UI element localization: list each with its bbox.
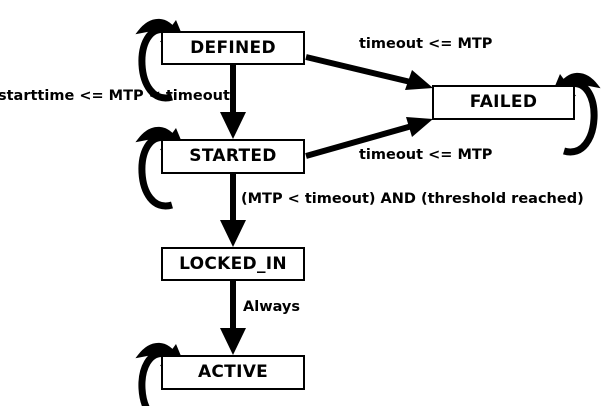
state-label-failed: FAILED	[469, 92, 538, 112]
edge-label-defined-self-loop: starttime <= MTP < timeout	[0, 88, 230, 104]
state-node-locked-in[interactable]: LOCKED_IN	[161, 247, 305, 281]
state-node-defined[interactable]: DEFINED	[161, 31, 305, 65]
state-label-active: ACTIVE	[197, 362, 269, 382]
edge-defined-to-started	[220, 65, 246, 139]
edge-label-started-to-locked-in: (MTP < timeout) AND (threshold reached)	[241, 191, 584, 207]
edge-started-to-locked-in	[220, 174, 246, 247]
state-label-started: STARTED	[189, 146, 277, 166]
edge-started-to-failed	[305, 117, 433, 159]
edge-label-started-to-failed: timeout <= MTP	[359, 147, 493, 163]
state-node-active[interactable]: ACTIVE	[161, 355, 305, 390]
state-node-failed[interactable]: FAILED	[432, 85, 575, 120]
edge-label-locked-in-to-active: Always	[243, 299, 301, 315]
state-label-defined: DEFINED	[190, 37, 276, 58]
state-label-locked-in: LOCKED_IN	[179, 253, 287, 274]
edge-defined-to-failed	[305, 54, 433, 90]
edge-locked-in-to-active	[220, 281, 246, 355]
state-node-started[interactable]: STARTED	[161, 139, 305, 174]
edge-label-defined-to-failed: timeout <= MTP	[359, 36, 493, 52]
